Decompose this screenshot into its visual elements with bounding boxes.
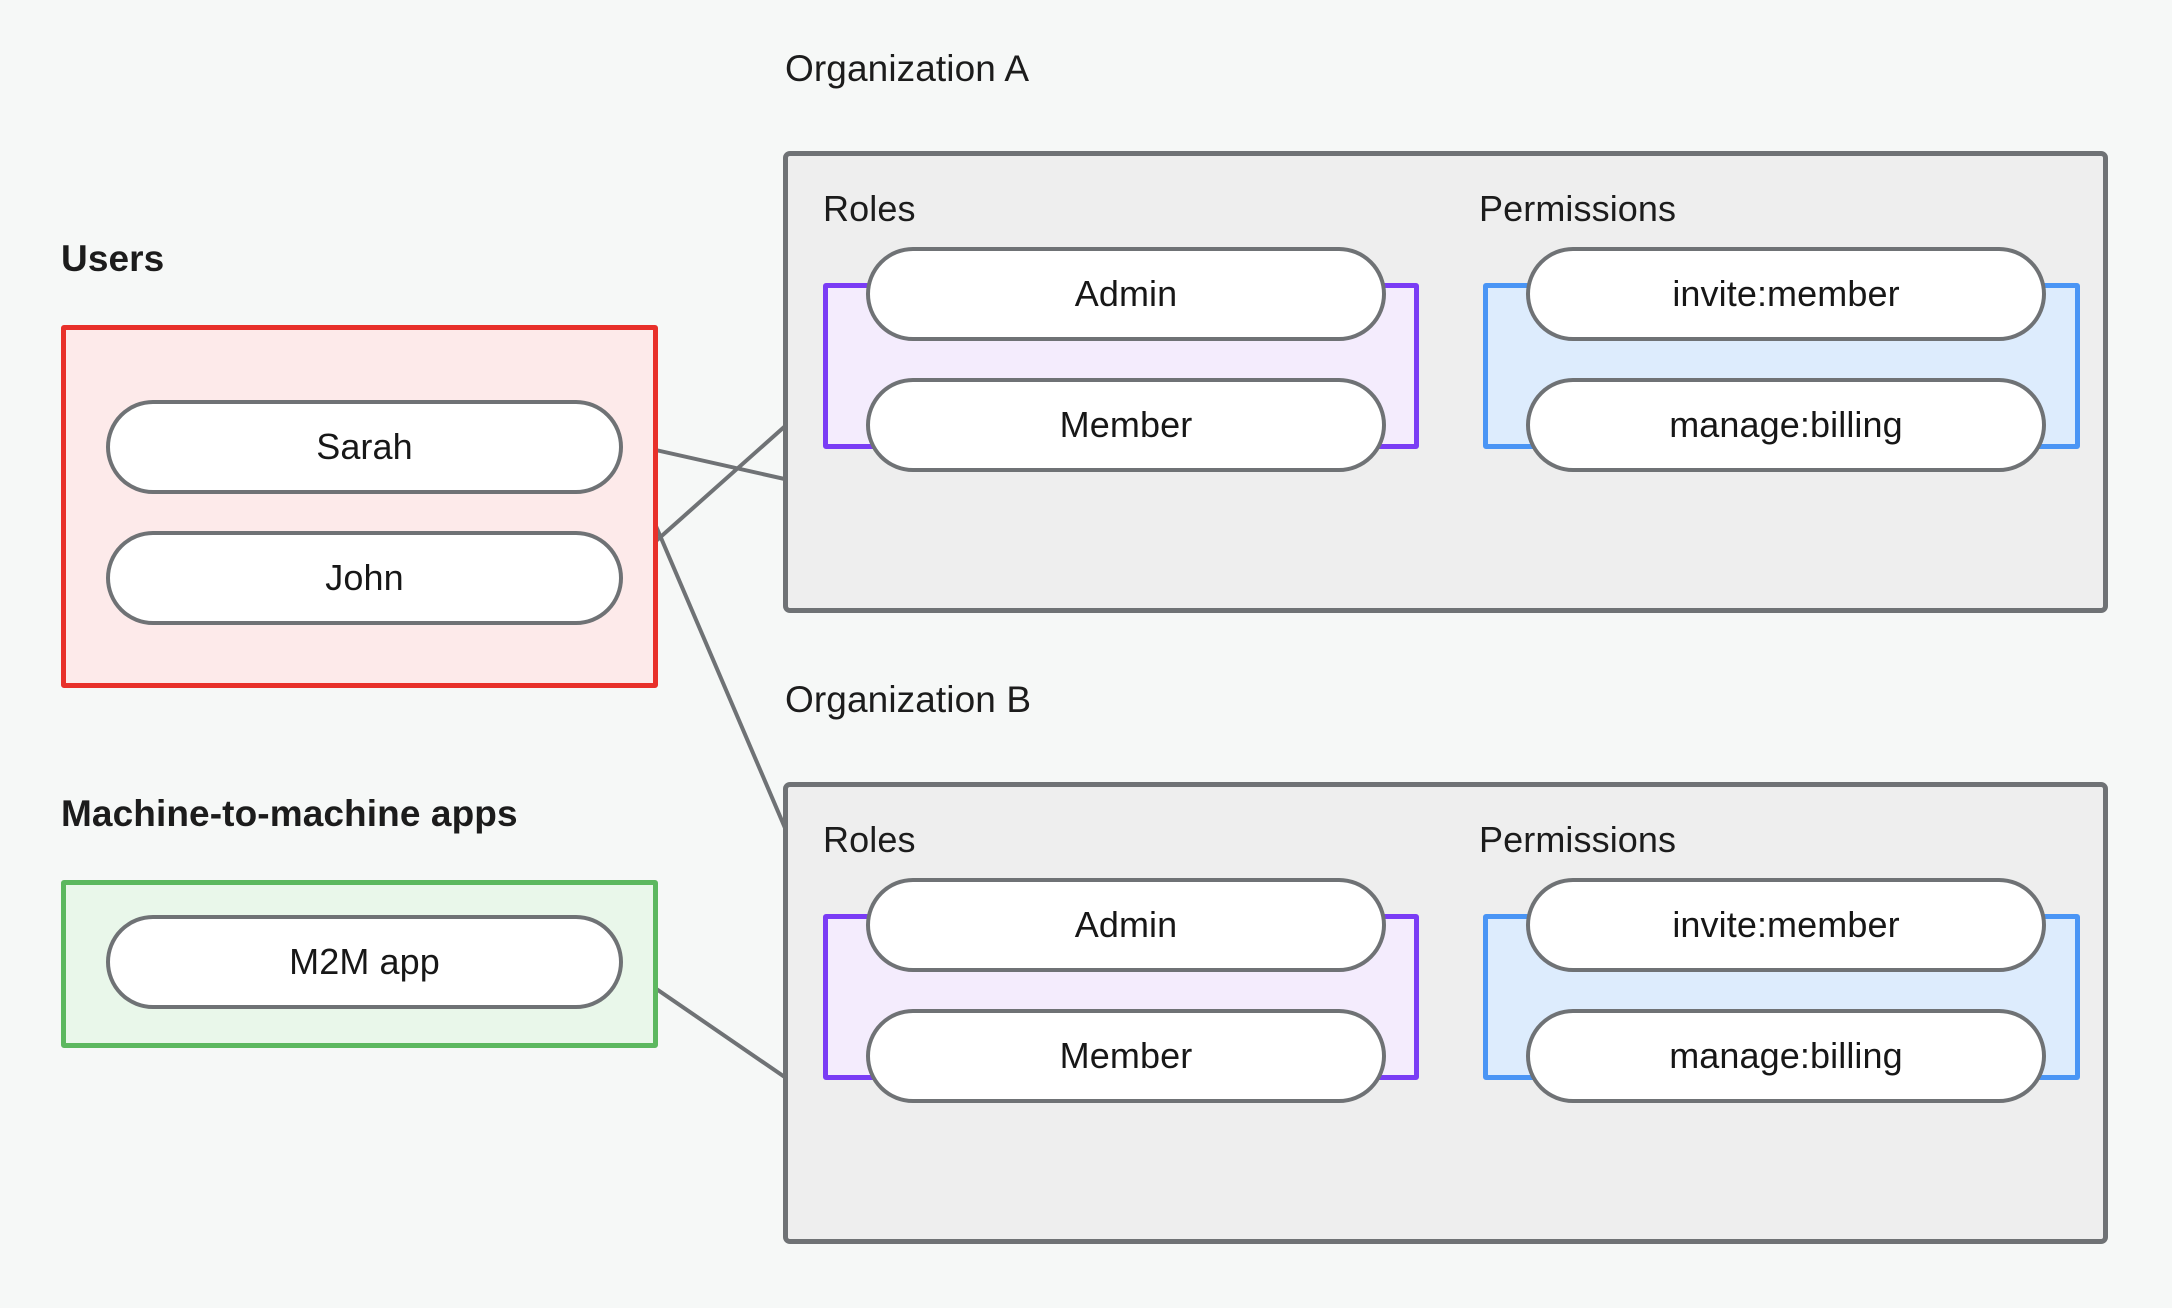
organization-b-role-member[interactable]: Member xyxy=(866,1009,1386,1103)
user-node-sarah[interactable]: Sarah xyxy=(106,400,623,494)
organization-a-role-admin[interactable]: Admin xyxy=(866,247,1386,341)
organization-b-permissions-box: invite:member manage:billing xyxy=(1483,878,2080,1103)
organization-a-role-member[interactable]: Member xyxy=(866,378,1386,472)
organization-a-permissions-title: Permissions xyxy=(1479,188,1677,229)
user-node-john[interactable]: John xyxy=(106,531,623,625)
users-group-box: Sarah John xyxy=(61,325,658,688)
m2m-section-title: Machine-to-machine apps xyxy=(61,793,518,834)
organization-a-permission-invite-member[interactable]: invite:member xyxy=(1526,247,2046,341)
organization-b-role-admin[interactable]: Admin xyxy=(866,878,1386,972)
organization-b-permission-manage-billing[interactable]: manage:billing xyxy=(1526,1009,2046,1103)
organization-a-box: Roles Permissions Admin Member invite:me… xyxy=(783,151,2108,613)
m2m-node-app[interactable]: M2M app xyxy=(106,915,623,1009)
organization-b-permission-invite-member[interactable]: invite:member xyxy=(1526,878,2046,972)
organization-a-permission-manage-billing[interactable]: manage:billing xyxy=(1526,378,2046,472)
organization-b-permissions-title: Permissions xyxy=(1479,819,1677,860)
organization-b-roles-box: Admin Member xyxy=(823,878,1419,1103)
m2m-group-box: M2M app xyxy=(61,880,658,1048)
organization-a-title: Organization A xyxy=(785,48,1030,89)
organization-b-box: Roles Permissions Admin Member invite:me… xyxy=(783,782,2108,1244)
organization-b-roles-title: Roles xyxy=(823,819,916,860)
organization-a-permissions-box: invite:member manage:billing xyxy=(1483,247,2080,472)
users-section-title: Users xyxy=(61,238,165,279)
organization-a-roles-box: Admin Member xyxy=(823,247,1419,472)
organization-b-title: Organization B xyxy=(785,679,1032,720)
organization-a-roles-title: Roles xyxy=(823,188,916,229)
